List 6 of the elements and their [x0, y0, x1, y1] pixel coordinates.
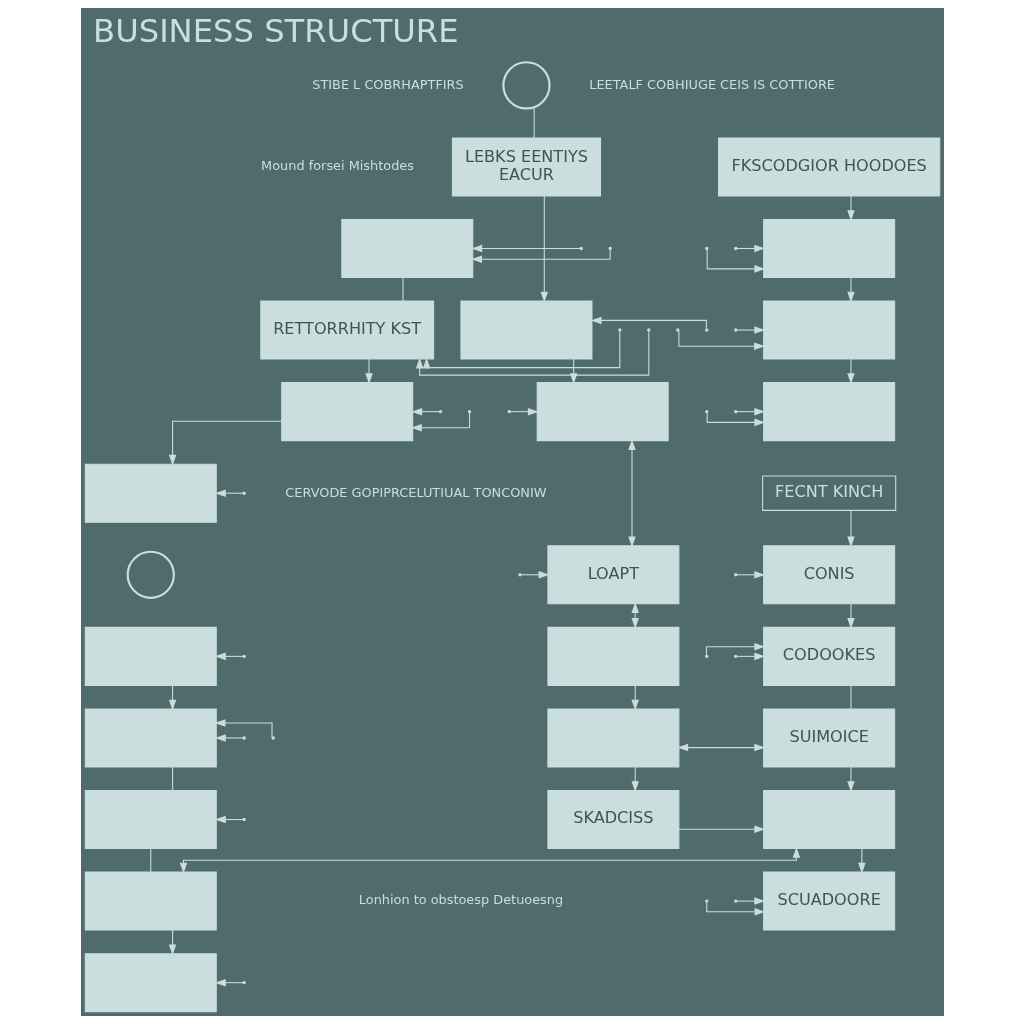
label: Mound forsei Mishtodes — [260, 158, 414, 174]
label: STIBE L COBRHAPTFIRS — [311, 76, 464, 92]
label: Lonhion to obstoesp Detuoesng — [358, 892, 563, 908]
diagram-title: BUSINESS STRUCTURE — [92, 12, 459, 51]
label: LEETALF COBHIUGE CEIS IS COTTIORE — [588, 76, 835, 92]
label: CERVODE GOPIPRCELUTIUAL TONCONIW — [284, 484, 546, 500]
